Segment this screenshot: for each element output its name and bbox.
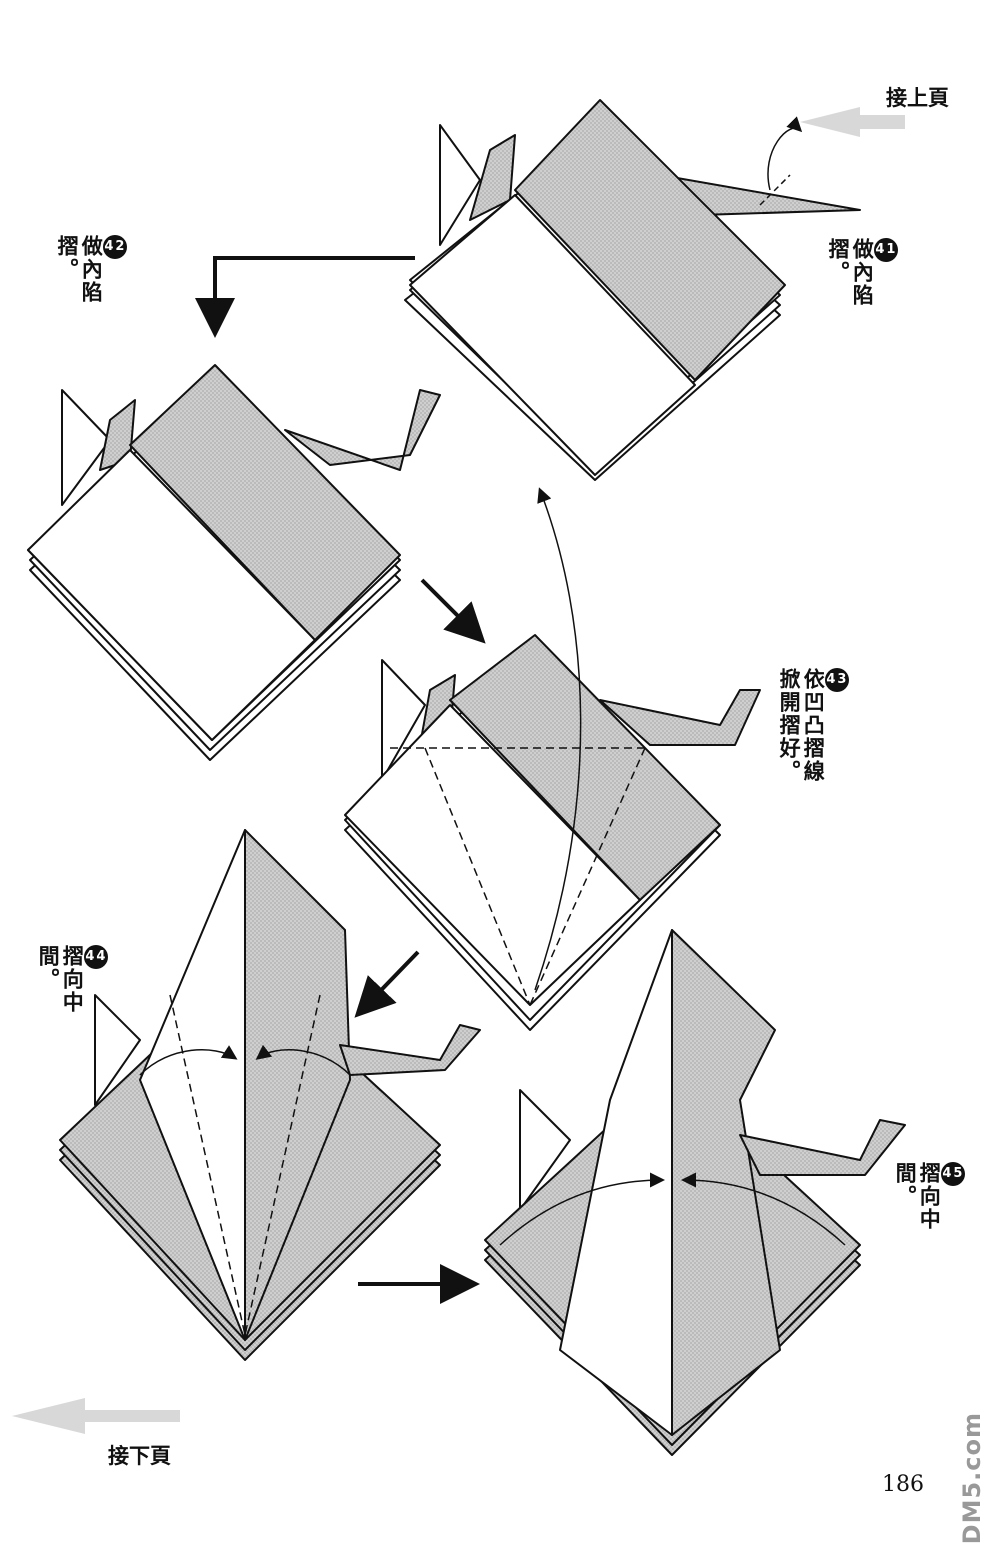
model-step-43 [344, 487, 761, 1031]
prev-page-arrow [800, 107, 905, 137]
model-step-41 [404, 99, 861, 481]
prev-page-label: 接上頁 [886, 86, 949, 110]
step-45-number: 45 [941, 1162, 966, 1186]
step-41-number: 41 [874, 238, 899, 262]
next-page-arrow [12, 1398, 180, 1434]
model-step-45 [484, 929, 906, 1456]
model-step-44 [59, 829, 481, 1361]
step-43-number: 43 [825, 668, 850, 692]
page-number: 186 [882, 1472, 924, 1497]
transition-arrows [195, 256, 486, 1304]
step-42-number: 42 [103, 235, 128, 259]
step-44-number: 44 [84, 945, 109, 969]
watermark-logo: DM5.com [958, 1412, 986, 1545]
model-step-42 [27, 364, 441, 761]
next-page-label: 接下頁 [108, 1444, 171, 1468]
